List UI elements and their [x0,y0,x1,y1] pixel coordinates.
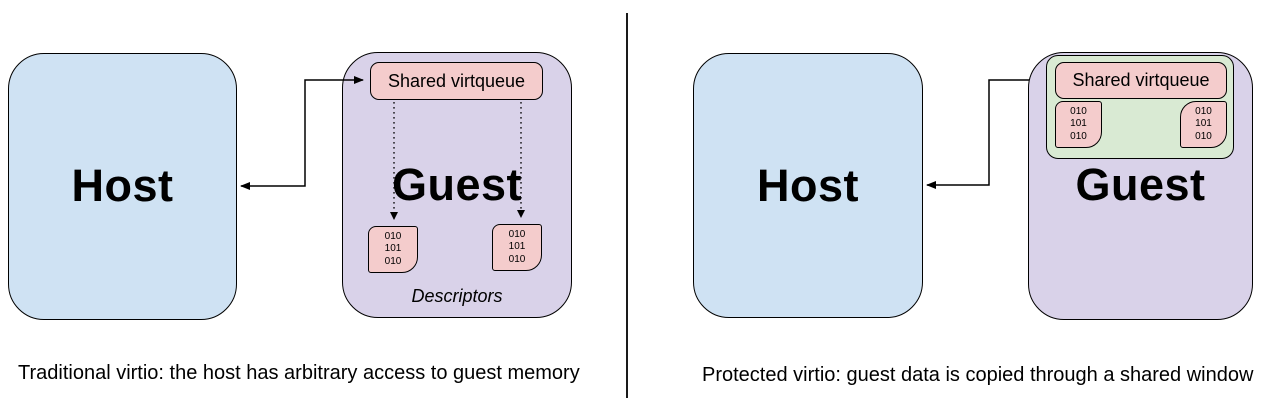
left-caption: Traditional virtio: the host has arbitra… [18,362,580,384]
right-window-buffer-2: 010 101 010 [1180,101,1227,148]
binary-line: 101 [508,241,526,253]
descriptors-label: Descriptors [411,286,503,306]
right-shared-virtqueue-label: Shared virtqueue [1072,70,1210,90]
right-window-buffer-1: 010 101 010 [1055,101,1102,148]
binary-line: 101 [384,243,402,255]
right-caption: Protected virtio: guest data is copied t… [702,364,1254,386]
binary-line: 101 [1195,118,1212,130]
left-descriptor-box-2: 010 101 010 [492,224,542,271]
binary-line: 010 [508,253,526,265]
binary-line: 010 [508,228,526,240]
binary-line: 010 [1195,105,1212,117]
right-host-box [693,53,923,318]
binary-line: 101 [1070,118,1087,130]
left-host-box [8,53,237,320]
binary-line: 010 [384,230,402,242]
left-shared-virtqueue-box: Shared virtqueue [370,62,543,100]
binary-line: 010 [1195,130,1212,142]
panel-divider [626,13,628,398]
binary-line: 010 [384,255,402,267]
binary-line: 010 [1070,105,1087,117]
left-shared-virtqueue-label: Shared virtqueue [387,70,526,91]
right-shared-virtqueue-box: Shared virtqueue [1055,62,1227,99]
binary-line: 010 [1070,130,1087,142]
left-descriptor-box-1: 010 101 010 [368,226,418,273]
